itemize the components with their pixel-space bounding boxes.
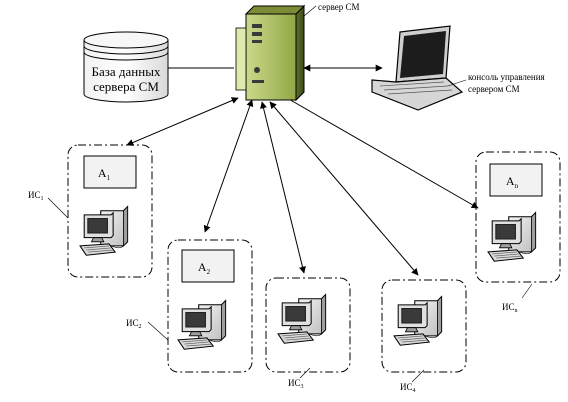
- laptop-icon: [371, 25, 464, 111]
- console-label-pointer: [447, 79, 467, 87]
- cluster-isn: An: [475, 151, 561, 283]
- svg-text:A1: A1: [98, 166, 111, 182]
- server-label-pointer: [303, 5, 317, 17]
- is4-label-pointer: [411, 369, 425, 383]
- console-label-line1: консоль управления: [468, 72, 545, 82]
- is2-label-sub: 2: [139, 324, 142, 330]
- svg-text:An: An: [506, 174, 519, 190]
- server-is3-link: [260, 101, 306, 274]
- is3-label-pointer: [299, 367, 311, 379]
- isn-label-pointer: [521, 283, 533, 299]
- is4-label: ИС: [400, 382, 413, 392]
- is2-label: ИС: [126, 318, 139, 328]
- database-label-line1: База данных: [92, 64, 161, 79]
- workstation-icon: [487, 212, 537, 262]
- workstation-icon: [177, 300, 227, 350]
- svg-text:ИС2: ИС2: [126, 318, 142, 330]
- is3-label-sub: 3: [301, 384, 304, 390]
- database-label-line2: сервера СМ: [93, 79, 159, 94]
- cluster-is3: [265, 277, 351, 373]
- workstation-icon: [393, 296, 443, 346]
- server-icon: [235, 4, 306, 102]
- svg-text:ИС1: ИС1: [28, 190, 44, 202]
- cluster-is4: [381, 279, 467, 373]
- server-is1-link: [126, 97, 239, 146]
- server-is2-link: [203, 99, 254, 233]
- server-isn-link: [279, 93, 479, 209]
- svg-text:A2: A2: [198, 260, 211, 276]
- is2-label-pointer: [147, 321, 169, 341]
- cluster-is2: A2: [167, 239, 253, 373]
- console-label-line2: сервером СМ: [468, 84, 520, 94]
- is1-label-sub: 1: [41, 196, 44, 202]
- is4-label-sub: 4: [413, 388, 416, 394]
- agent-box-a1: [83, 155, 137, 189]
- agent-a1-sub: 1: [107, 174, 111, 182]
- workstation-icon: [79, 206, 129, 256]
- svg-text:ИСn: ИСn: [502, 302, 518, 314]
- isn-label: ИС: [502, 302, 515, 312]
- is1-label-pointer: [47, 197, 69, 219]
- server-is4-link: [269, 101, 419, 276]
- workstation-icon: [277, 294, 327, 344]
- agent-a2-label: A: [198, 260, 207, 274]
- agent-box-an: [489, 163, 543, 197]
- is1-label: ИС: [28, 190, 41, 200]
- svg-text:ИС4: ИС4: [400, 382, 416, 394]
- agent-box-a2: [181, 249, 235, 283]
- cluster-is1: A1: [67, 144, 153, 278]
- server-label: сервер СМ: [318, 2, 360, 12]
- agent-a1-label: A: [98, 166, 107, 180]
- agent-an-sub: n: [515, 182, 519, 190]
- agent-a2-sub: 2: [207, 268, 211, 276]
- svg-text:ИС3: ИС3: [288, 378, 304, 390]
- is3-label: ИС: [288, 378, 301, 388]
- isn-label-sub: n: [515, 308, 518, 314]
- agent-an-label: A: [506, 174, 515, 188]
- database-cylinder: База данных сервера СМ: [83, 31, 169, 103]
